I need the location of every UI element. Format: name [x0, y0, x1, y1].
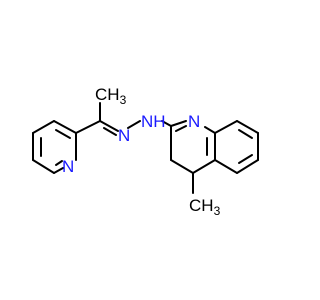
bond-b-5	[214, 159, 238, 174]
bond-q-3	[170, 159, 194, 174]
quinoline-ring	[170, 120, 259, 194]
bond-b-4b	[238, 154, 253, 164]
bond-q-2b	[175, 125, 187, 132]
bond-b-1	[214, 120, 238, 134]
bond-b-4	[236, 159, 259, 174]
bond-py-1	[53, 120, 77, 134]
label-n-pyridine: N	[62, 157, 74, 176]
bond-py-3	[32, 120, 55, 134]
structure-canvas: CH3 N NH N N CH3	[32, 85, 259, 218]
bond-c-n-2	[103, 127, 117, 136]
bond-py-to-n-b	[55, 160, 63, 166]
label-n-quinoline: N	[188, 112, 200, 131]
pyridine-ring	[32, 120, 77, 174]
bond-py-c	[75, 120, 101, 134]
bond-b-2b	[238, 129, 253, 139]
molecule-structure: CH3 N NH N N CH3	[32, 85, 259, 218]
bond-c-n-1	[99, 120, 119, 132]
bond-q-6	[204, 126, 216, 134]
bond-b-2	[236, 120, 259, 134]
label-methyl-bottom: CH3	[189, 196, 221, 218]
bond-py-to-n-a	[53, 167, 64, 174]
bond-py-5	[32, 159, 55, 174]
bond-q-4	[192, 159, 216, 174]
label-methyl-top: CH3	[95, 85, 127, 107]
label-nh: NH	[141, 112, 166, 131]
atom-labels: CH3 N NH N N CH3	[62, 85, 221, 218]
bond-n-nh	[127, 120, 141, 129]
bond-q-1	[170, 120, 187, 127]
bond-nh-q	[161, 120, 172, 127]
bond-py-inner-2	[55, 129, 71, 139]
label-n-imine: N	[118, 126, 130, 145]
